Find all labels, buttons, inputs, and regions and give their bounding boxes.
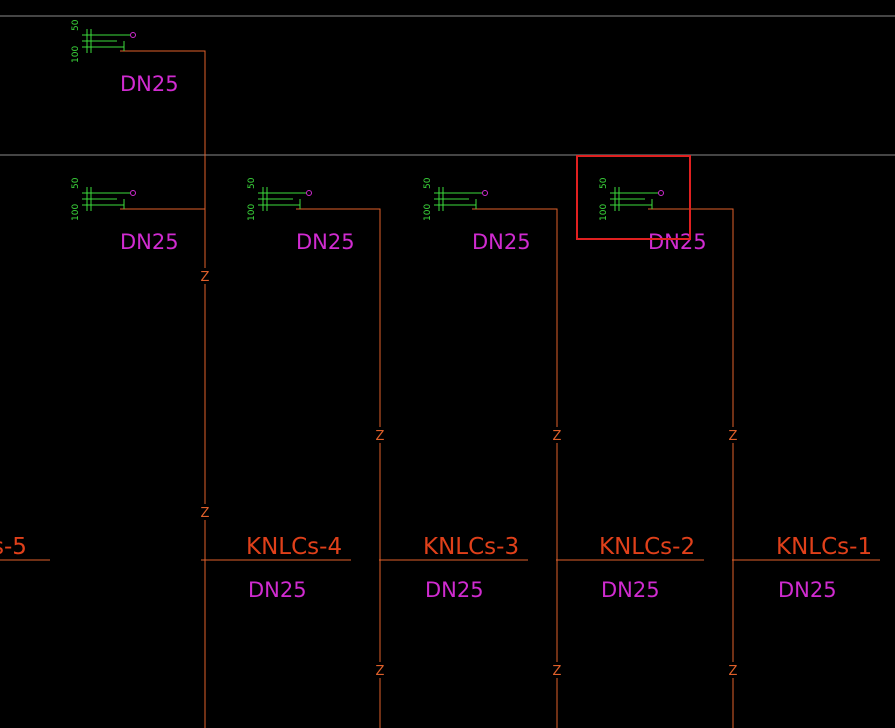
pipe-marker-2: Z bbox=[201, 506, 210, 521]
pipe-marker-5: Z bbox=[729, 429, 738, 444]
riser-labels: s-5KNLCs-4DN25KNLCs-3DN25KNLCs-2DN25KNLC… bbox=[0, 534, 872, 602]
riser-label: KNLCs-2 bbox=[599, 534, 695, 560]
riser-size-label: DN25 bbox=[778, 578, 837, 602]
pipe-marker-4: Z bbox=[553, 429, 562, 444]
riser-label: KNLCs-3 bbox=[423, 534, 519, 560]
fixture-dim-b: 100 bbox=[71, 46, 81, 63]
riser-pipe-main bbox=[120, 50, 206, 728]
riser-pipe-3 bbox=[472, 208, 558, 728]
pipe-marker-bg-6 bbox=[374, 662, 386, 678]
pipe-marker-bg-7 bbox=[551, 662, 563, 678]
riser-pipe-4 bbox=[296, 208, 381, 728]
pipe-marker-bg-4 bbox=[551, 427, 563, 443]
pipe-marker-6: Z bbox=[376, 664, 385, 679]
selection-highlight-box bbox=[576, 155, 691, 240]
riser-label: KNLCs-4 bbox=[246, 534, 342, 560]
fixture-size-label: DN25 bbox=[296, 230, 355, 254]
riser-pipe-2 bbox=[648, 208, 734, 728]
fixture-end-circle bbox=[306, 190, 312, 196]
fixture-size-label: DN25 bbox=[120, 72, 179, 96]
riser-label: KNLCs-1 bbox=[776, 534, 872, 560]
fixture-dim-a: 50 bbox=[247, 177, 257, 189]
fixture-dim-b: 100 bbox=[247, 204, 257, 221]
fixture-dim-a: 50 bbox=[71, 177, 81, 189]
riser-pipes bbox=[0, 50, 880, 728]
fixture-end-circle bbox=[130, 32, 136, 38]
pipe-marker-bg-1 bbox=[199, 268, 211, 284]
fixture-size-label: DN25 bbox=[472, 230, 531, 254]
fixture-dim-b: 100 bbox=[71, 204, 81, 221]
fixture-end-circle bbox=[130, 190, 136, 196]
pipe-marker-3: Z bbox=[376, 429, 385, 444]
pipe-marker-bg-5 bbox=[727, 427, 739, 443]
riser-1: s-5 bbox=[0, 534, 27, 560]
fixtures: 50100DN2550100DN2550100DN2550100DN255010… bbox=[71, 19, 707, 254]
pipe-marker-bg-2 bbox=[199, 504, 211, 520]
fixture-end-circle bbox=[658, 190, 664, 196]
fixture-size-label: DN25 bbox=[648, 230, 707, 254]
pipe-marker-8: Z bbox=[729, 664, 738, 679]
riser-size-label: DN25 bbox=[248, 578, 307, 602]
riser-size-label: DN25 bbox=[425, 578, 484, 602]
fixture-dim-a: 50 bbox=[423, 177, 433, 189]
pipe-marker-1: Z bbox=[201, 270, 210, 285]
fixture-dim-b: 100 bbox=[599, 204, 609, 221]
pipe-marker-7: Z bbox=[553, 664, 562, 679]
floor-lines bbox=[0, 15, 895, 156]
fixture-dim-b: 100 bbox=[423, 204, 433, 221]
pipe-marker-bg-8 bbox=[727, 662, 739, 678]
fixture-dim-a: 50 bbox=[71, 19, 81, 31]
riser-label: s-5 bbox=[0, 534, 27, 560]
pipe-markers: Z Z Z Z Z Z Z Z bbox=[199, 268, 739, 679]
riser-size-label: DN25 bbox=[601, 578, 660, 602]
fixture-dim-a: 50 bbox=[599, 177, 609, 189]
fixture-end-circle bbox=[482, 190, 488, 196]
fixture-size-label: DN25 bbox=[120, 230, 179, 254]
pipe-marker-bg-3 bbox=[374, 427, 386, 443]
